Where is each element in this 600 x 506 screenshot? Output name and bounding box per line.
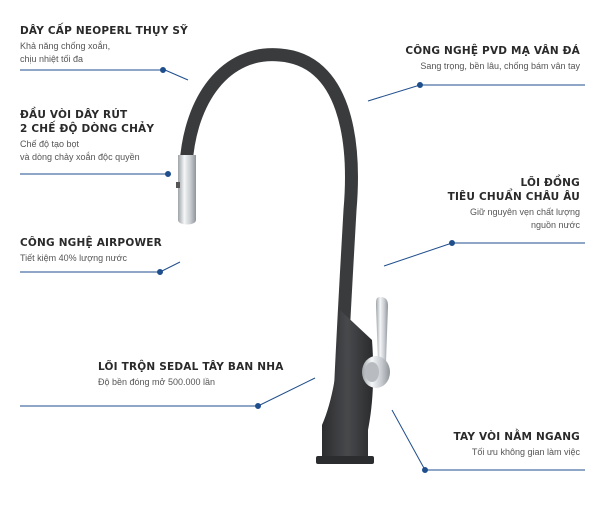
- feature-desc-line: chịu nhiệt tối đa: [20, 54, 84, 64]
- feature-title: ĐẦU VÒI DÂY RÚT 2 CHẾ ĐỘ DÒNG CHẢY: [20, 108, 154, 136]
- lever-handle: [376, 297, 388, 362]
- feature-title: TAY VÒI NẰM NGANG: [453, 431, 580, 443]
- feature-title: CÔNG NGHỆ AIRPOWER: [20, 237, 162, 249]
- feature-title-line: 2 CHẾ ĐỘ DÒNG CHẢY: [20, 123, 155, 135]
- feature-desc: Khả năng chống xoắn, chịu nhiệt tối đa: [20, 40, 188, 66]
- feature-copper: LÕI ĐỒNG TIÊU CHUẨN CHÂU ÂU Giữ nguyên v…: [448, 176, 580, 232]
- feature-desc-line: Khả năng chống xoắn,: [20, 41, 111, 51]
- feature-title: LÕI ĐỒNG TIÊU CHUẨN CHÂU ÂU: [448, 176, 580, 204]
- pullout-head: [178, 155, 196, 225]
- feature-airpower: CÔNG NGHỆ AIRPOWER Tiết kiệm 40% lượng n…: [20, 236, 162, 265]
- feature-desc: Tiết kiệm 40% lượng nước: [20, 253, 128, 263]
- feature-desc: Sang trọng, bền lâu, chống bám vân tay: [420, 61, 580, 71]
- feature-title: CÔNG NGHỆ PVD MẠ VÂN ĐÁ: [405, 45, 580, 57]
- feature-title-line: LÕI ĐỒNG: [520, 177, 580, 189]
- feature-pvd: CÔNG NGHỆ PVD MẠ VÂN ĐÁ Sang trọng, bền …: [405, 44, 580, 73]
- faucet-base: [316, 456, 374, 464]
- feature-desc-line: Giữ nguyên vẹn chất lượng: [469, 207, 580, 217]
- feature-sedal: LÕI TRỘN SEDAL TÂY BAN NHA Độ bền đóng m…: [98, 360, 284, 389]
- feature-desc-line: Chế độ tạo bọt: [20, 139, 80, 149]
- feature-desc: Giữ nguyên vẹn chất lượng nguồn nước: [448, 206, 580, 232]
- feature-pullout: ĐẦU VÒI DÂY RÚT 2 CHẾ ĐỘ DÒNG CHẢY Chế đ…: [20, 108, 154, 164]
- feature-desc: Chế độ tạo bọt và dòng chảy xoắn độc quy…: [20, 138, 154, 164]
- feature-desc-line: nguồn nước: [531, 220, 580, 230]
- faucet-spout: [179, 48, 358, 462]
- feature-handle: TAY VÒI NẰM NGANG Tối ưu không gian làm …: [453, 430, 580, 459]
- feature-neoperl: DÂY CẤP NEOPERL THỤY SỸ Khả năng chống x…: [20, 24, 188, 66]
- pullout-button: [176, 182, 180, 188]
- feature-title-line: TIÊU CHUẨN CHÂU ÂU: [447, 191, 580, 203]
- feature-desc: Độ bền đóng mở 500.000 lần: [98, 377, 215, 387]
- feature-desc: Tối ưu không gian làm việc: [471, 447, 580, 457]
- feature-title: DÂY CẤP NEOPERL THỤY SỸ: [20, 25, 188, 37]
- feature-title-line: ĐẦU VÒI DÂY RÚT: [20, 109, 128, 121]
- faucet-body: [322, 310, 374, 460]
- feature-title: LÕI TRỘN SEDAL TÂY BAN NHA: [98, 361, 284, 373]
- feature-desc-line: và dòng chảy xoắn độc quyền: [20, 152, 140, 162]
